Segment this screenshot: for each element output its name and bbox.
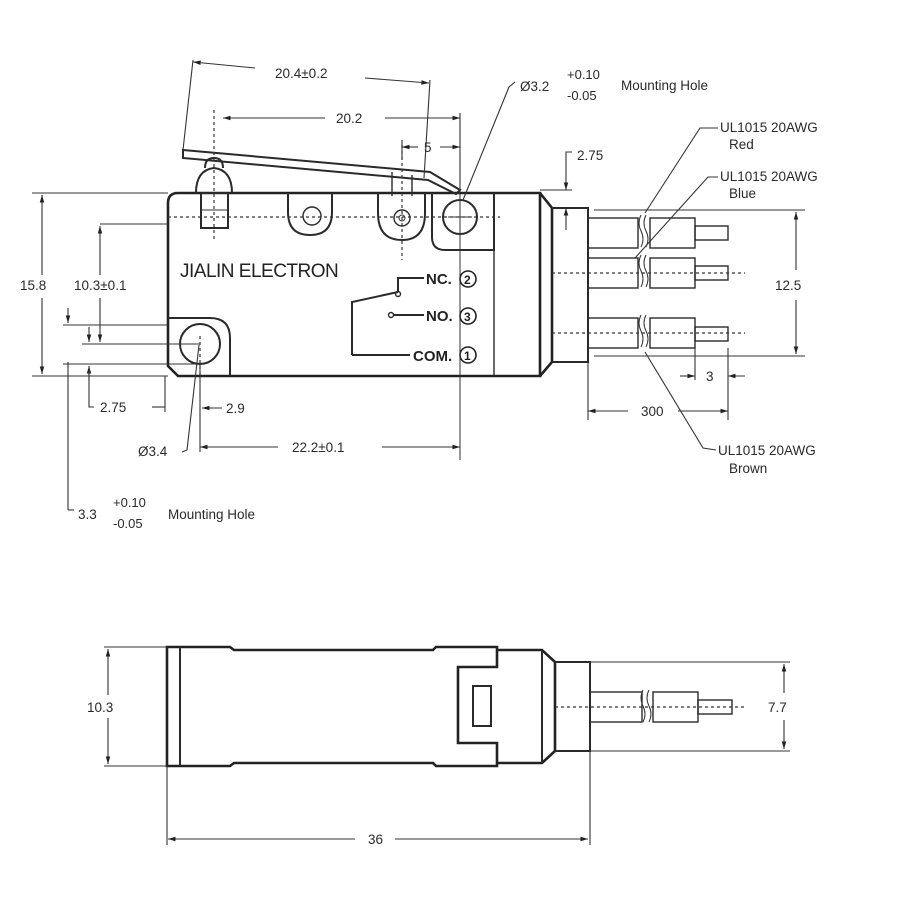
wire-blue-color: Blue [729, 186, 756, 201]
top-view: JIALIN ELECTRON NC. 2 NO. 3 COM. 1 [20, 59, 818, 531]
lead-wires [552, 214, 745, 349]
terminal-com-label: COM. [413, 348, 452, 365]
terminal-com-number: 1 [464, 349, 471, 363]
dim-total-length: 36 [368, 832, 383, 847]
dim-hole-pitch: 22.2±0.1 [292, 440, 344, 455]
mounting-hole-top-label: Mounting Hole [621, 78, 708, 93]
mounting-hole-top-tol-minus: -0.05 [567, 88, 597, 103]
dim-small-hole-dia: Ø3.4 [138, 444, 168, 459]
mounting-hole-bottom-tol-plus: +0.10 [113, 495, 146, 510]
terminal-nc-number: 2 [464, 273, 471, 287]
switch-body [166, 191, 589, 378]
terminal-no-label: NO. [426, 308, 453, 325]
side-view: 10.3 36 7.7 [87, 645, 790, 847]
dim-roller-offset: 5 [424, 140, 432, 155]
mounting-hole-bottom-label: Mounting Hole [168, 507, 255, 522]
dim-body-height: 15.8 [20, 278, 46, 293]
wire-red-spec: UL1015 20AWG [720, 120, 818, 135]
wire-brown-color: Brown [729, 461, 767, 476]
dim-body-thickness: 10.3 [87, 700, 113, 715]
mounting-hole-bottom-dia: 3.3 [78, 507, 97, 522]
mounting-hole-bottom-tol-minus: -0.05 [113, 516, 143, 531]
mounting-hole-top-tol-plus: +0.10 [567, 67, 600, 82]
dim-bottom-offset: 2.75 [100, 400, 126, 415]
brand-marking: JIALIN ELECTRON [180, 261, 338, 282]
terminal-no-number: 3 [464, 310, 471, 324]
mounting-hole-top-dia: Ø3.2 [520, 79, 549, 94]
dim-hole-edge: 2.9 [226, 401, 245, 416]
terminal-nc-label: NC. [426, 271, 452, 288]
dim-boot-height: 7.7 [768, 700, 787, 715]
dim-lever-length: 20.4±0.2 [275, 66, 327, 81]
actuator-lever [182, 148, 462, 196]
switch-schematic: NC. 2 NO. 3 COM. 1 [351, 270, 477, 365]
wire-red-color: Red [729, 137, 754, 152]
dim-strip-length: 3 [706, 369, 714, 384]
dim-wire-pitch: 12.5 [775, 278, 801, 293]
wire-brown-spec: UL1015 20AWG [718, 443, 816, 458]
dim-hole-height: 10.3±0.1 [74, 278, 126, 293]
wire-blue-spec: UL1015 20AWG [720, 169, 818, 184]
dim-wire-length: 300 [641, 404, 664, 419]
dim-lever-height: 2.75 [577, 148, 603, 163]
dim-hole-spacing: 20.2 [336, 111, 362, 126]
